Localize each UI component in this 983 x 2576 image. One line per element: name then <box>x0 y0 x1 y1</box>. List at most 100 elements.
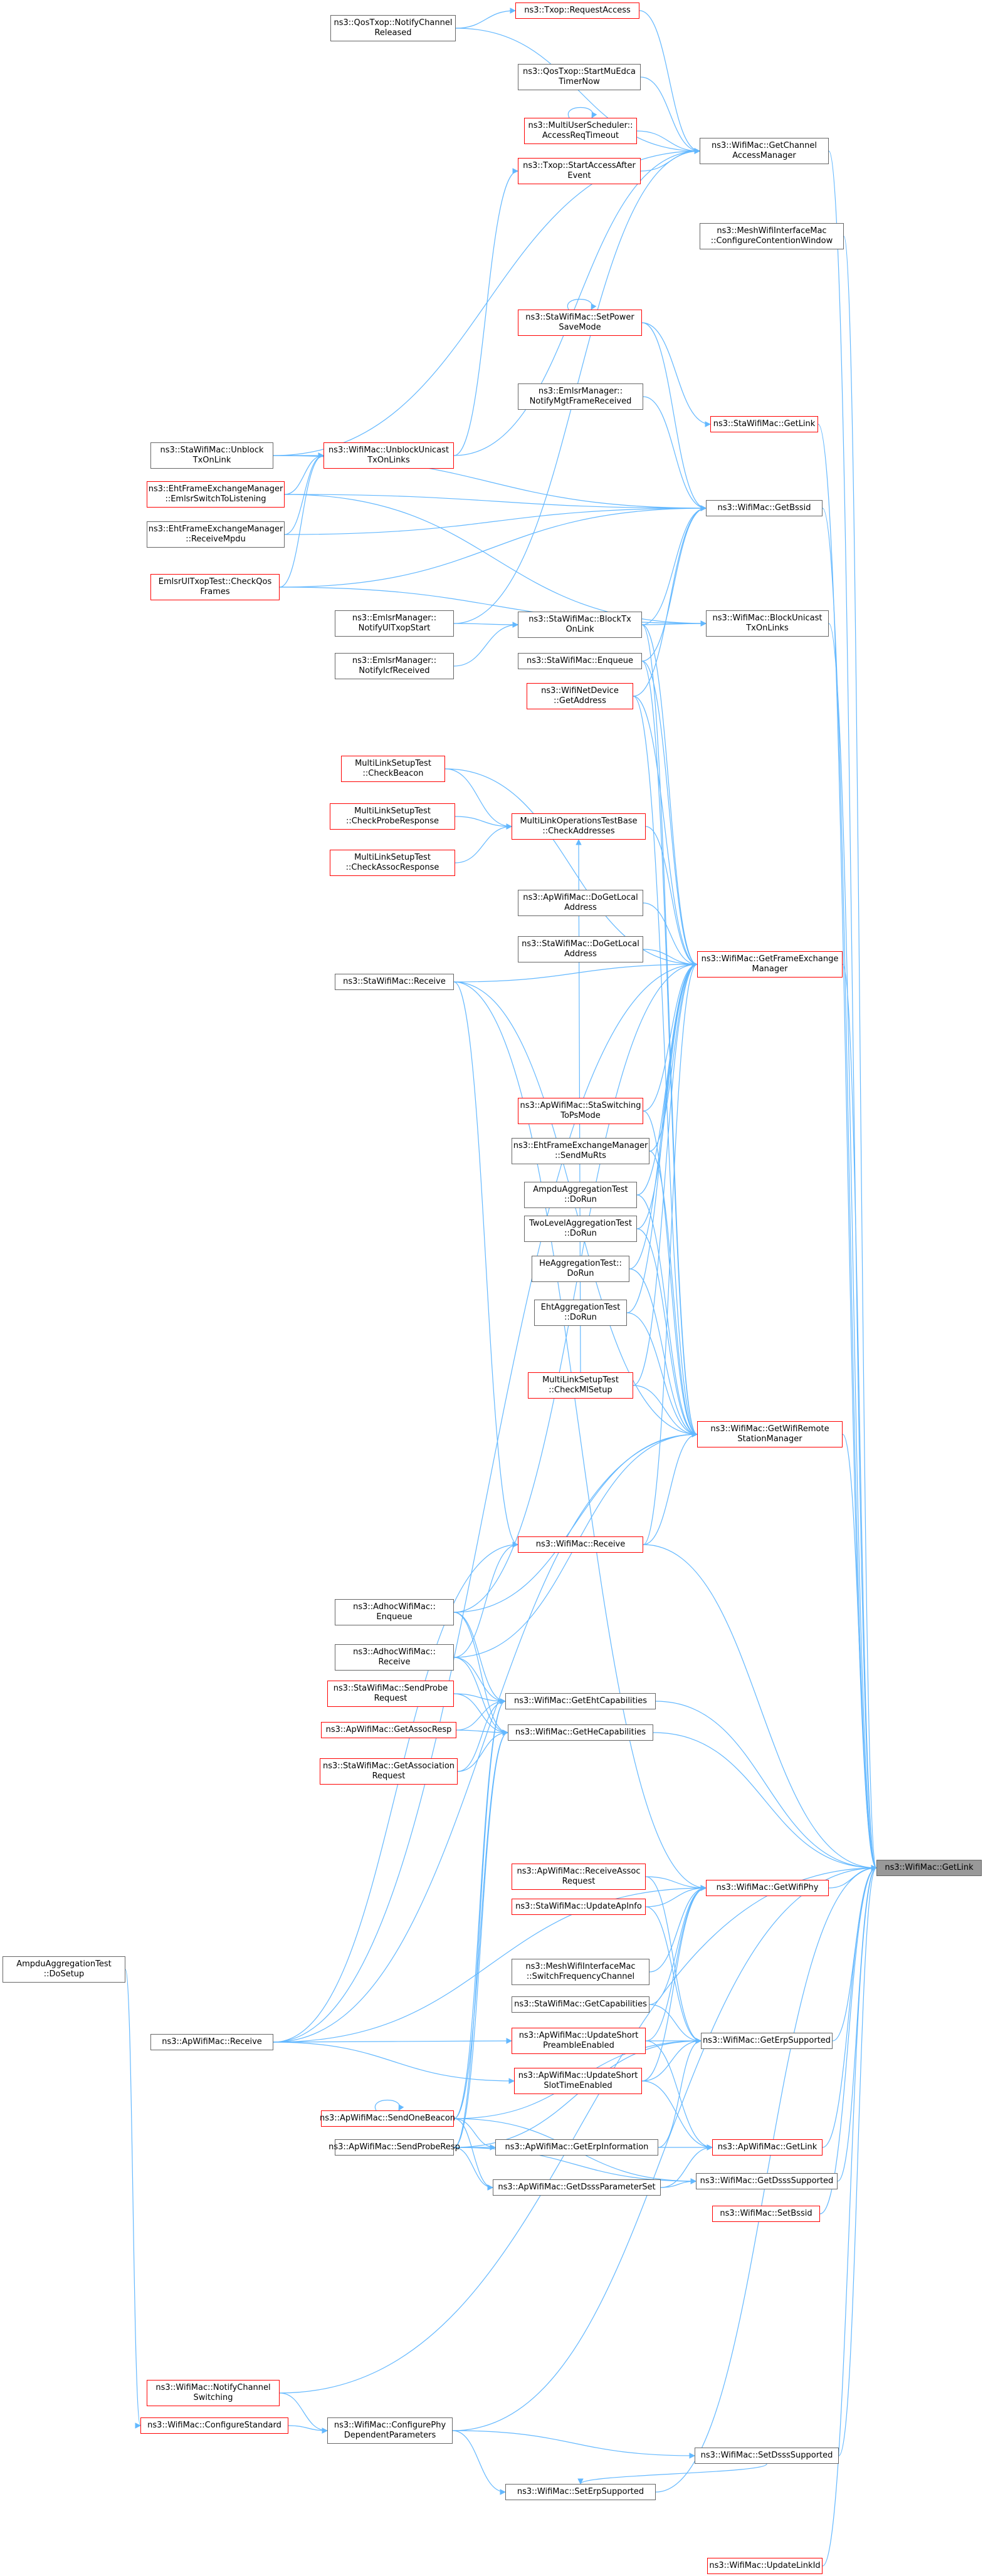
graph-node-sta-receive[interactable]: ns3::StaWifiMac::Receive <box>335 974 454 990</box>
graph-node-seterpsupported[interactable]: ns3::WifiMac::SetErpSupported <box>505 2484 656 2500</box>
graph-node-emlsr-notifymgt[interactable]: ns3::EmlsrManager::NotifyMgtFrameReceive… <box>518 383 643 410</box>
graph-node-label: ns3::WifiMac::GetHeCapabilities <box>515 1728 646 1737</box>
graph-node-mls-checkprobe[interactable]: MultiLinkSetupTest::CheckProbeResponse <box>330 803 455 830</box>
graph-node-mesh-config[interactable]: ns3::MeshWifiInterfaceMac::ConfigureCont… <box>700 223 844 249</box>
graph-node-label: ns3::WifiMac::NotifyChannel <box>155 2383 271 2392</box>
edge-ap_receive-to-ap_updateslot <box>273 2042 515 2084</box>
graph-node-label: ns3::ApWifiMac::Receive <box>162 2037 262 2047</box>
graph-node-label: ns3::ApWifiMac::GetAssocResp <box>325 1725 452 1734</box>
edge-ap_geterpinfo-to-geterpsupported <box>658 2038 702 2148</box>
graph-node-setdssssupported[interactable]: ns3::WifiMac::SetDsssSupported <box>695 2448 839 2464</box>
graph-node-ap-getdsss[interactable]: ns3::ApWifiMac::GetDsssParameterSet <box>493 2179 661 2196</box>
graph-node-label: ns3::QosTxop::StartMuEdca <box>523 67 636 76</box>
graph-node-ap-sendproberesp[interactable]: ns3::ApWifiMac::SendProbeResp <box>329 2139 460 2156</box>
graph-node-ap-geterpinfo[interactable]: ns3::ApWifiMac::GetErpInformation <box>495 2139 658 2156</box>
graph-node-label: ns3::AdhocWifiMac:: <box>353 1647 436 1657</box>
graph-node-ampdu-dosetup[interactable]: AmpduAggregationTest::DoSetup <box>3 1956 125 1983</box>
edge-twolevel_dorun-to-getremote <box>636 1228 698 1437</box>
graph-node-gethecap[interactable]: ns3::WifiMac::GetHeCapabilities <box>508 1724 653 1741</box>
graph-node-label: SaveMode <box>559 323 601 332</box>
graph-node-label: Request <box>374 1694 407 1703</box>
graph-node-qos-request[interactable]: ns3::Txop::RequestAccess <box>515 3 639 19</box>
graph-node-emlsr-notifyul[interactable]: ns3::EmlsrManager::NotifyUlTxopStart <box>335 610 454 637</box>
graph-node-eht-receivempdu[interactable]: ns3::EhtFrameExchangeManager::ReceiveMpd… <box>147 521 285 548</box>
graph-node-label: ns3::EhtFrameExchangeManager <box>513 1141 648 1150</box>
graph-node-label: ns3::WifiMac::SetBssid <box>720 2209 812 2218</box>
edge-sta_setpower-to-getbssid <box>641 322 707 511</box>
graph-node-sta-getcap[interactable]: ns3::StaWifiMac::GetCapabilities <box>512 1996 649 2013</box>
graph-node-mesh-switchfreq[interactable]: ns3::MeshWifiInterfaceMac::SwitchFrequen… <box>512 1959 649 1985</box>
graph-node-label: ns3::StaWifiMac::SetPower <box>525 313 634 322</box>
edge-ap_updateapinfo-to-geterpsupported <box>645 1906 702 2044</box>
graph-node-mls-checkassoc[interactable]: MultiLinkSetupTest::CheckAssocResponse <box>330 850 455 876</box>
edge-ap_receive-to-ap_updatepreamble <box>273 2038 512 2044</box>
graph-node-ap-updateapinfo[interactable]: ns3::StaWifiMac::UpdateApInfo <box>512 1899 646 1915</box>
graph-node-getlink[interactable]: ns3::WifiMac::GetLink <box>876 1860 982 1876</box>
graph-node-adhoc-enqueue[interactable]: ns3::AdhocWifiMac::Enqueue <box>335 1599 454 1625</box>
graph-node-wifi-receive[interactable]: ns3::WifiMac::Receive <box>518 1536 643 1553</box>
graph-node-label: Switching <box>193 2393 233 2402</box>
graph-node-netdevice-getaddr[interactable]: ns3::WifiNetDevice::GetAddress <box>527 683 633 709</box>
graph-node-label: EmlsrUlTxopTest::CheckQos <box>158 577 272 587</box>
graph-node-label: ns3::WifiMac::GetLink <box>885 1863 974 1872</box>
graph-node-eht-emlsr[interactable]: ns3::EhtFrameExchangeManager::EmlsrSwitc… <box>147 481 285 508</box>
graph-node-geterpsupported[interactable]: ns3::WifiMac::GetErpSupported <box>701 2033 833 2049</box>
graph-node-sta-enqueue[interactable]: ns3::StaWifiMac::Enqueue <box>518 653 642 669</box>
graph-node-getbssid[interactable]: ns3::WifiMac::GetBssid <box>706 500 823 516</box>
graph-node-label: DependentParameters <box>344 2431 436 2440</box>
graph-node-getwifiphy[interactable]: ns3::WifiMac::GetWifiPhy <box>706 1880 829 1896</box>
graph-node-getdssssupported[interactable]: ns3::WifiMac::GetDsssSupported <box>696 2173 838 2189</box>
graph-node-label: ns3::StaWifiMac::Enqueue <box>527 656 633 665</box>
graph-node-mlo-checkaddr[interactable]: MultiLinkOperationsTestBase::CheckAddres… <box>512 813 646 840</box>
graph-node-label: ns3::MeshWifiInterfaceMac <box>525 1962 636 1971</box>
graph-node-emlsr-notifyicf[interactable]: ns3::EmlsrManager::NotifyIcfReceived <box>335 653 454 679</box>
graph-node-ap-sendbeacon[interactable]: ns3::ApWifiMac::SendOneBeacon <box>320 2110 455 2127</box>
edge-emlsr_checkqos-to-wifi_unblock <box>279 452 324 588</box>
edge-sta_getassocreq-to-getehtcap <box>457 1698 506 1772</box>
graph-node-label: ns3::Txop::StartAccessAfter <box>523 161 636 170</box>
graph-node-setbssid[interactable]: ns3::WifiMac::SetBssid <box>712 2206 820 2222</box>
graph-node-configurestandard[interactable]: ns3::WifiMac::ConfigureStandard <box>140 2417 288 2434</box>
graph-node-label: MultiLinkSetupTest <box>354 806 431 816</box>
graph-node-eht-dorun[interactable]: EhtAggregationTest::DoRun <box>534 1300 627 1326</box>
graph-node-label: ns3::StaWifiMac::GetLink <box>713 419 816 429</box>
graph-node-ap-getlink[interactable]: ns3::ApWifiMac::GetLink <box>712 2139 823 2156</box>
graph-node-getehtcap[interactable]: ns3::WifiMac::GetEhtCapabilities <box>505 1693 656 1709</box>
graph-node-eht-sendmurts[interactable]: ns3::EhtFrameExchangeManager::SendMuRts <box>512 1138 649 1164</box>
graph-node-ap-getassocresp[interactable]: ns3::ApWifiMac::GetAssocResp <box>321 1722 456 1738</box>
graph-node-ap-receive[interactable]: ns3::ApWifiMac::Receive <box>150 2034 273 2050</box>
graph-node-mls-checkml[interactable]: MultiLinkSetupTest::CheckMlSetup <box>528 1372 633 1399</box>
graph-node-label: AmpduAggregationTest <box>16 1959 112 1969</box>
graph-node-adhoc-receive[interactable]: ns3::AdhocWifiMac::Receive <box>335 1644 454 1671</box>
graph-node-twolevel-dorun[interactable]: TwoLevelAggregationTest::DoRun <box>524 1216 637 1242</box>
graph-node-multiuser[interactable]: ns3::MultiUserScheduler::AccessReqTimeou… <box>524 118 637 144</box>
graph-node-he-dorun[interactable]: HeAggregationTest::DoRun <box>532 1256 629 1282</box>
edge-eht_emlsr-to-getbssid <box>284 494 707 511</box>
graph-node-updatelinkid[interactable]: ns3::WifiMac::UpdateLinkId <box>707 2558 823 2574</box>
graph-node-ampdu-dorun[interactable]: AmpduAggregationTest::DoRun <box>524 1182 637 1208</box>
graph-node-mls-checkbeacon[interactable]: MultiLinkSetupTest::CheckBeacon <box>341 756 445 782</box>
graph-node-sta-getlink[interactable]: ns3::StaWifiMac::GetLink <box>710 416 818 432</box>
